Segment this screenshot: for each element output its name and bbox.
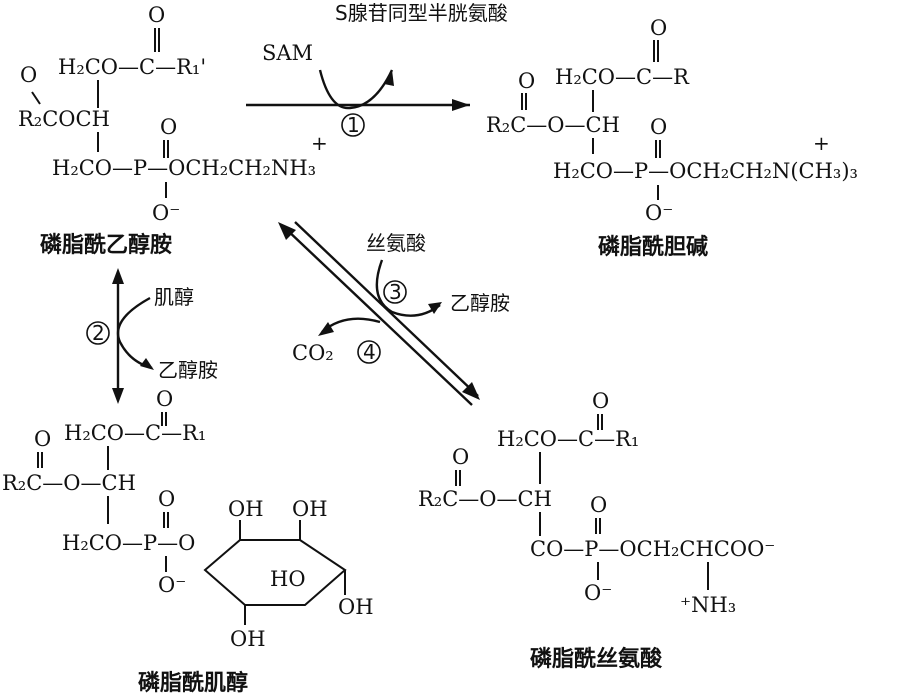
pi-om: O⁻ [158,573,186,597]
pc-row3: H₂CO—P—OCH₂CH₂N(CH₃)₃ [553,159,858,183]
r1-byproduct: S腺苷同型半胱氨酸 [335,1,508,25]
r1-step: 1 [347,113,360,137]
r4-curved-arrowhead [318,322,334,336]
r4-product: CO₂ [292,341,334,365]
r3-curved-arrowhead [428,302,442,314]
ps-sn2-o: O [452,445,469,469]
pi-row1: H₂CO—C—R₁ [64,421,206,445]
r2-arrowhead-down [112,388,124,404]
pc-row1: H₂CO—C—R [555,65,690,89]
r2-reactant: 肌醇 [154,285,194,309]
pe-name: 磷脂酰乙醇胺 [40,232,172,258]
r3-curved-arrow [375,259,441,317]
pi-carbonyl-o: O [156,387,173,411]
pe-row1: H₂CO—C—R₁' [58,55,206,79]
ps-phosphate-o: O [590,493,607,517]
ps-nh3: ⁺NH₃ [680,593,736,617]
r2-curved-arrow [116,296,153,370]
ps-name: 磷脂酰丝氨酸 [530,646,663,672]
pc-om: O⁻ [645,201,673,225]
pe-row3: H₂CO—P—OCH₂CH₂NH₃ [52,156,316,180]
pc-row2: R₂C—O—CH [486,113,620,137]
r1-curved-arrowhead [384,70,394,86]
r3-step: 3 [389,280,402,304]
ps-row3: CO—P—OCH₂CHCOO⁻ [530,537,775,561]
node-phosphatidylinositol: O H₂CO—C—R₁ O R₂C—O—CH O H₂CO—P—O O⁻ OH … [2,387,374,696]
r2-arrowhead-up [112,268,124,284]
r1-reactant: SAM [262,41,313,65]
r34-arrowhead-backward [278,222,296,240]
pc-phosphate-o: O [650,115,667,139]
reaction-3-4: 丝氨酸 3 乙醇胺 CO₂ 4 [278,221,510,406]
ps-carbonyl-o: O [592,389,609,413]
r1-step-circle [341,113,365,137]
pi-sn2-o: O [34,427,51,451]
r2-step-circle [86,321,110,345]
reaction-1: S腺苷同型半胱氨酸 SAM 1 [246,1,508,137]
pe-carbonyl-o: O [148,3,165,27]
ring-oh-2: OH [292,497,328,521]
r3-reactant: 丝氨酸 [366,231,426,255]
r2-curved-arrowhead [140,358,154,370]
pe-sn2-o: O [20,63,37,87]
r1-arrowhead [452,99,470,111]
pe-plus: + [311,131,328,155]
r3-byproduct: 乙醇胺 [450,291,510,315]
pc-plus: + [813,131,830,155]
r2-byproduct: 乙醇胺 [158,358,218,382]
reaction-2: 肌醇 2 乙醇胺 [86,268,218,404]
r3-step-circle [383,280,407,304]
pi-row3: H₂CO—P—O [62,531,195,555]
ring-ho-3: HO [270,567,306,591]
pe-row2: R₂COCH [18,107,110,131]
ps-om: O⁻ [584,581,612,605]
r34-arrowhead-forward [462,382,480,400]
r4-step-circle [357,340,381,364]
node-phosphatidylcholine: O H₂CO—C—R O R₂C—O—CH O + H₂CO—P—OCH₂CH₂… [486,16,858,260]
r34-arrow-backward [284,227,473,406]
pe-sn2-bond [31,91,41,105]
r4-step: 4 [363,340,376,364]
pi-name: 磷脂酰肌醇 [138,670,248,694]
r2-step: 2 [92,321,105,345]
ring-oh-1: OH [228,497,264,521]
pe-om: O⁻ [152,201,180,225]
ring-oh-4: OH [338,595,374,619]
pi-row2: R₂C—O—CH [2,471,136,495]
pc-carbonyl-o: O [650,16,667,40]
ps-row1: H₂CO—C—R₁ [497,427,639,451]
r1-curved-arrow [318,69,394,110]
pc-name: 磷脂酰胆碱 [598,234,708,260]
pe-phosphate-o: O [160,115,177,139]
pc-sn2-o: O [518,69,535,93]
node-phosphatidylserine: O H₂CO—C—R₁ O R₂C—O—CH O CO—P—OCH₂CHCOO⁻… [418,389,775,672]
pi-phosphate-o: O [158,487,175,511]
node-phosphatidylethanolamine: O H₂CO—C—R₁' O R₂COCH O + H₂CO—P—OCH₂CH₂… [18,3,328,258]
ps-row2: R₂C—O—CH [418,487,552,511]
ring-oh-5: OH [230,627,266,651]
